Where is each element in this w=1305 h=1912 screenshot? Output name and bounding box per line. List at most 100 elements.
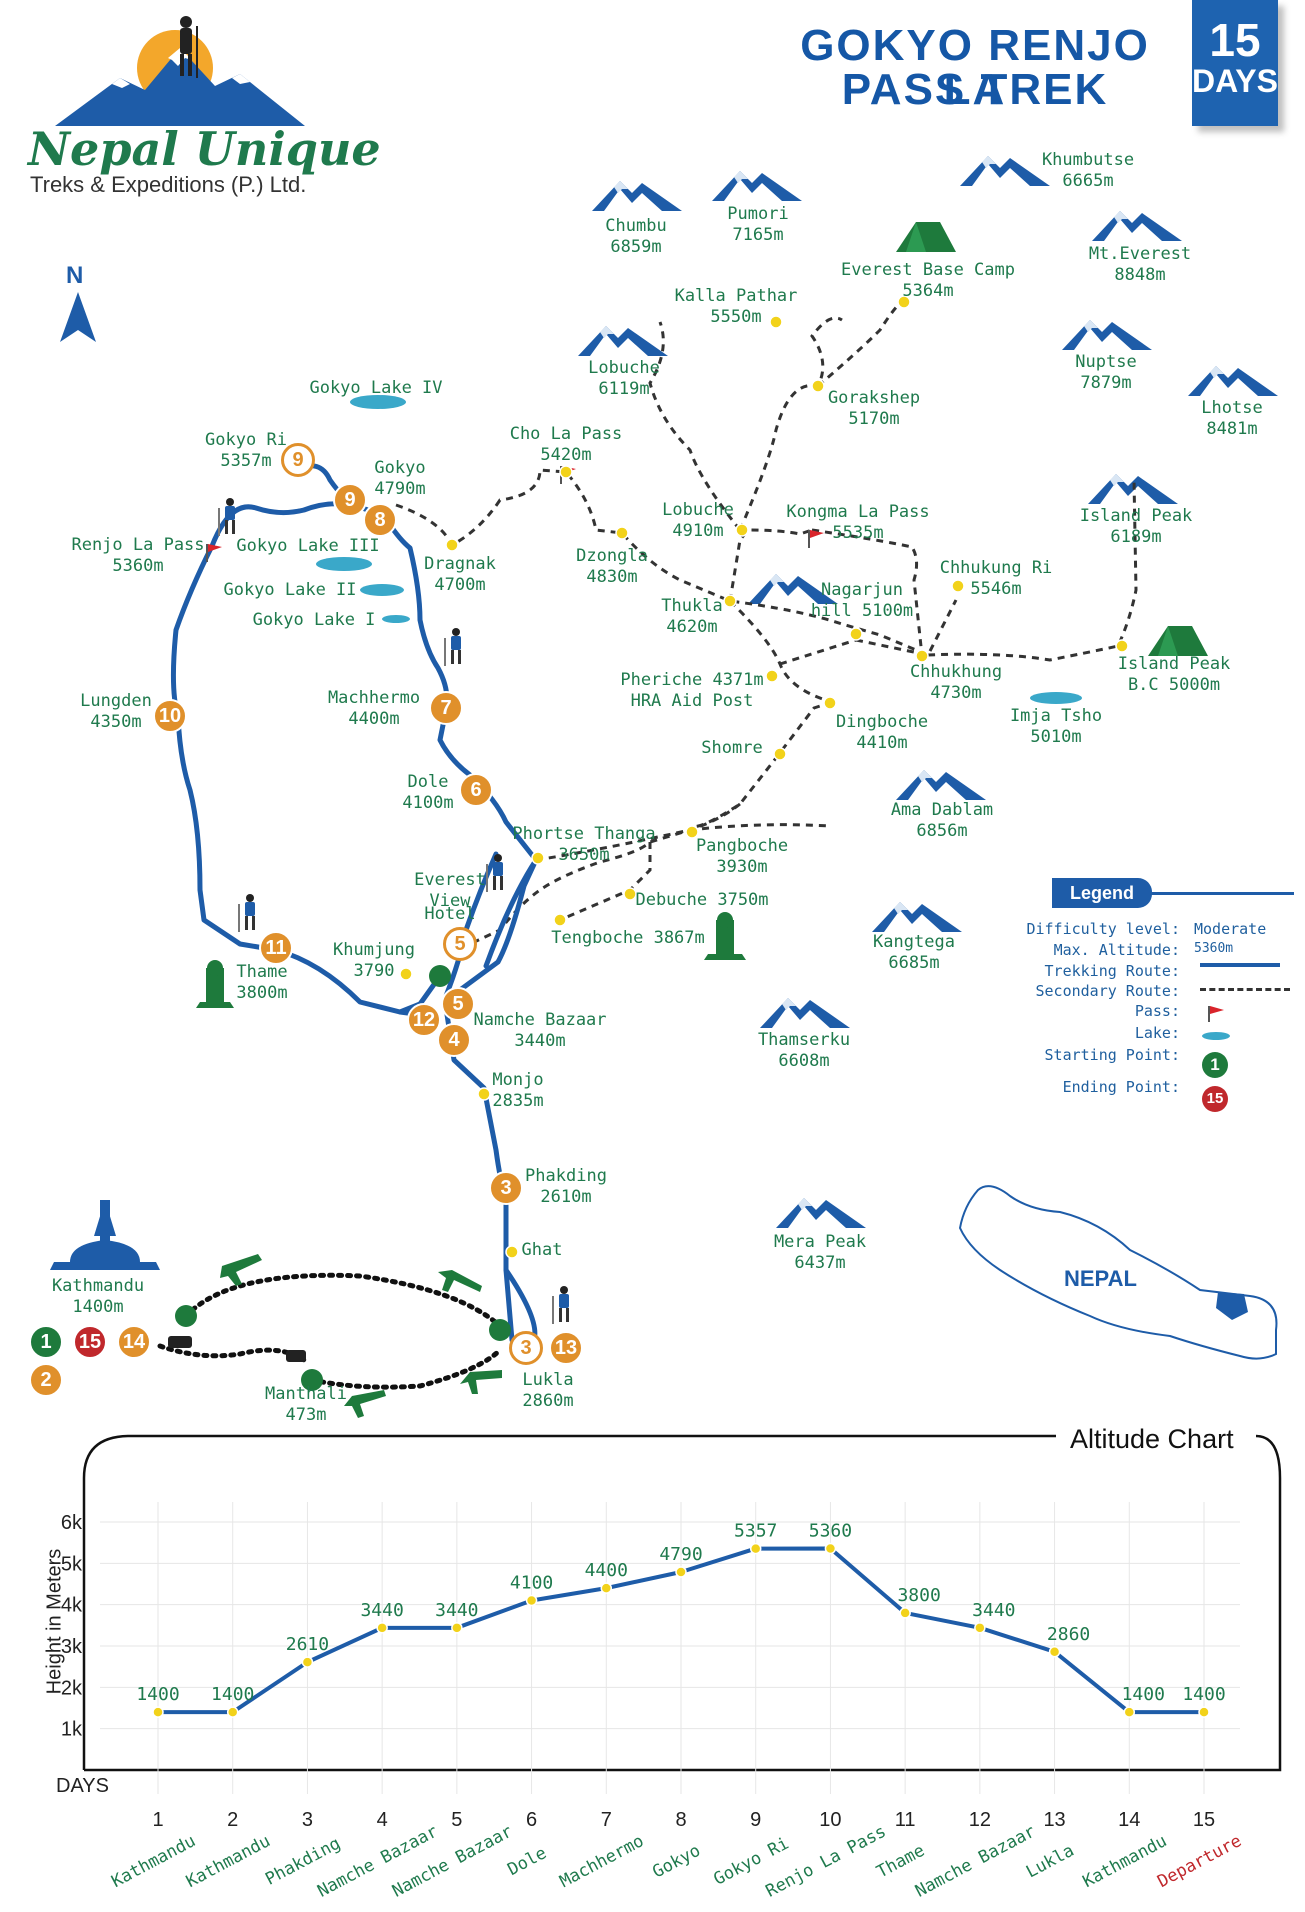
chart-point: [226, 1706, 239, 1718]
chart-x-tick: 12: [969, 1809, 991, 1831]
mountain-icon-ama-dablam: [896, 770, 986, 800]
days-badge: 15 DAYS: [1192, 0, 1278, 126]
mountain-icon-pumori: [712, 171, 802, 201]
place-name: Mera Peak: [773, 1232, 867, 1252]
place-name: Dole: [407, 772, 449, 792]
mountain-icon-kangtega: [872, 902, 962, 932]
day-stop-marker: 8: [363, 503, 397, 537]
place-altitude: 5550m: [710, 307, 762, 327]
place-altitude: 3440m: [514, 1031, 566, 1051]
place-altitude: 6856m: [916, 821, 968, 841]
company-subtitle: Treks & Expeditions (P.) Ltd.: [30, 172, 307, 197]
day-stop-marker: 10: [153, 699, 187, 733]
place-altitude: 1400m: [72, 1297, 124, 1317]
chart-category-label: Thame: [874, 1841, 929, 1883]
chart-x-tick: 3: [302, 1809, 313, 1831]
stupa-icon-kathmandu: [50, 1200, 160, 1270]
place-label: Shomre: [622, 738, 842, 759]
place-altitude: hill 5100m: [810, 601, 914, 621]
place-name: Monjo: [492, 1070, 544, 1090]
place-name: Gokyo: [374, 458, 426, 478]
place-altitude: 6859m: [610, 237, 662, 257]
trek-map: [50, 156, 1278, 1418]
place-name: Nuptse: [1075, 352, 1137, 372]
day-stop-marker: 13: [549, 1331, 583, 1365]
hiker-icon-lukla: [552, 1286, 569, 1324]
chart-y-tick: 2k: [61, 1677, 83, 1699]
place-name: Pangboche: [695, 836, 789, 856]
legend-row-label: Max. Altitude:: [1053, 941, 1180, 959]
chart-x-axis-label: DAYS: [56, 1775, 109, 1797]
place-name: Shomre: [701, 738, 763, 758]
place-name: Machhermo: [327, 688, 421, 708]
place-name: Chhukung Ri: [939, 558, 1053, 578]
place-altitude: 5535m: [832, 523, 884, 543]
place-name: Nagarjun: [821, 580, 903, 600]
legend-row-label: Secondary Route:: [1035, 982, 1181, 1000]
chart-title: Altitude Chart: [1056, 1424, 1248, 1455]
mountain-icon-lobuche-peak: [578, 326, 668, 356]
lake-icon-imja-tsho: [1030, 692, 1082, 704]
chart-y-tick: 6k: [61, 1512, 83, 1534]
chart-category-label: Kathmandu: [108, 1831, 199, 1892]
chart-data-label: 1400: [1122, 1684, 1165, 1705]
place-name: Manthali: [265, 1384, 347, 1404]
place-name: Imja Tsho: [1009, 706, 1103, 726]
day-stop-marker: 1: [29, 1325, 63, 1359]
place-altitude: 4350m: [90, 712, 142, 732]
place-name: Lobuche: [662, 500, 734, 520]
chart-data-label: 5357: [734, 1521, 777, 1542]
chart-y-tick: 4k: [61, 1595, 83, 1617]
place-altitude: 6608m: [778, 1051, 830, 1071]
place-name: Phakding: [525, 1166, 607, 1186]
lake-icon-gokyo-1: [382, 615, 410, 623]
legend-lake-icon: [1202, 1032, 1230, 1040]
lake-icon-gokyo-3: [316, 557, 372, 571]
chart-y-tick: 1k: [61, 1719, 83, 1741]
trek-title-line2: PASS TREK: [841, 65, 1109, 114]
place-altitude: 5360m: [112, 556, 164, 576]
chart-point: [824, 1542, 837, 1555]
place-name: Kongma La Pass: [786, 502, 930, 522]
mountain-icon-mera-peak: [776, 1198, 866, 1228]
place-name: Renjo La Pass: [71, 535, 205, 555]
day-stop-marker: 9: [281, 443, 315, 477]
legend-row-label: Starting Point:: [1044, 1046, 1180, 1064]
day-stop-marker: 5: [441, 987, 475, 1021]
place-name: Gokyo Ri: [205, 430, 287, 450]
waypoint-dots: [399, 295, 1129, 1259]
mountain-icon-everest: [1092, 211, 1182, 241]
chart-x-tick: 6: [526, 1809, 537, 1831]
day-stop-marker: 15: [73, 1325, 107, 1359]
hiker-icon-thame: [238, 894, 255, 932]
legend-end-icon: 15: [1202, 1086, 1228, 1112]
chart-data-label: 2610: [286, 1634, 329, 1655]
chart-data-label: 3440: [360, 1600, 403, 1621]
place-altitude: 6119m: [598, 379, 650, 399]
chart-point: [899, 1607, 911, 1619]
chart-x-tick: 14: [1118, 1809, 1140, 1831]
legend-row-label: Difficulty level:: [1026, 920, 1180, 938]
place-name: Thukla: [661, 596, 723, 616]
trek-title-line1: GOKYO RENJO LA: [800, 21, 1150, 114]
chart-data-label: 5360: [809, 1520, 852, 1541]
chart-point: [301, 1656, 314, 1668]
place-name: Debuche 3750m: [635, 890, 769, 910]
chart-point: [1123, 1706, 1136, 1718]
nepal-region-highlight: [1216, 1292, 1248, 1320]
north-label: N: [66, 262, 84, 289]
chart-x-tick: 10: [819, 1809, 841, 1831]
